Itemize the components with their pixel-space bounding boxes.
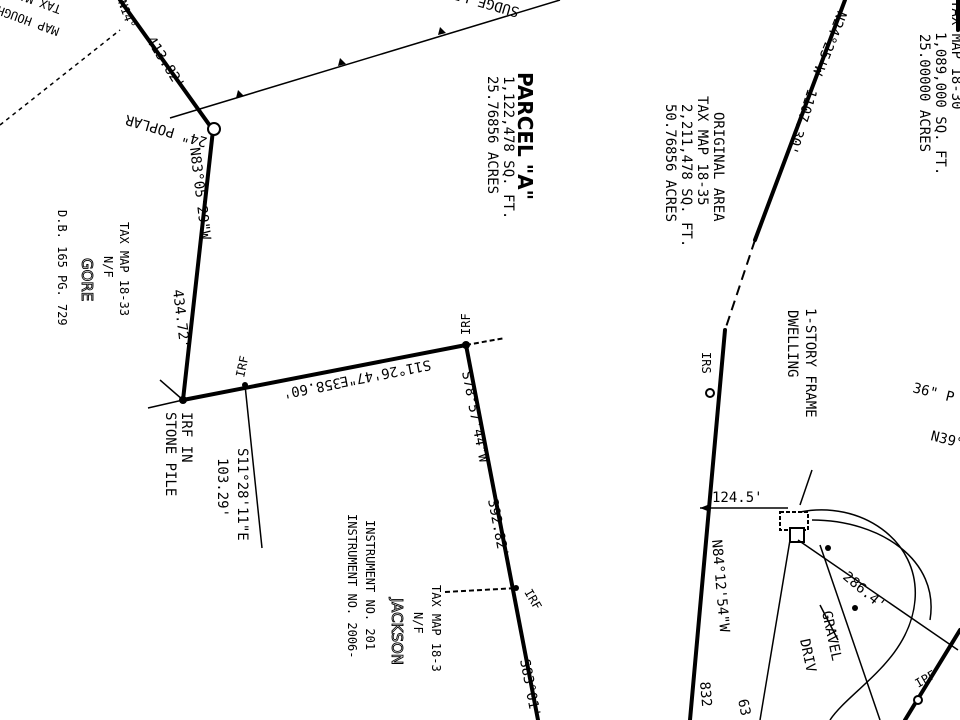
boundary-nw-extend [0,29,121,126]
boundary-nw [118,0,215,132]
irs-label: IRS [699,352,713,374]
original-area-2: TAX MAP 18-35 [694,96,710,206]
se-distance-partial: 832 [696,681,714,708]
utility-line-3 [819,544,881,720]
parcel-sqft: 1,122,478 SQ. FT. [500,76,516,219]
monument-ne [462,341,470,349]
n39-label: N39° [929,428,960,452]
parcel-title: PARCEL "A" [513,72,537,200]
poplar-monument [207,122,221,136]
poplar-label: 24" POPLAR [123,111,209,150]
se-bearing: N84°12'54"W [708,539,732,633]
bottom-63-label: 63 [734,698,753,718]
utility-line-2 [759,539,791,720]
pole [825,545,831,551]
monument-ipf [913,695,923,705]
monument-sw [179,396,187,404]
dwelling-porch [789,527,805,543]
tax-map-west-4: D.B. 165 PG. 729 [55,210,69,326]
boundary-br [903,628,960,720]
dwelling-1: 1-STORY FRAME [802,308,818,418]
irf-stone-1: IRF IN [178,412,194,463]
boundary-mid [181,343,468,402]
ne-bearing: N24°25'W [809,9,849,78]
south-tie-distance: 103.29' [214,458,230,517]
original-area-1: ORIGINAL AREA [710,112,726,222]
tax-map-right-3: 25.00000 ACRES [916,34,932,152]
south-tie-bearing: S11°28'11"E [234,448,250,541]
leader-sw [147,399,184,409]
tax-map-south-3: JACKSON [388,597,406,665]
monument-irs [705,388,715,398]
tree-36-label: 36" P [911,380,956,406]
tax-map-south-1: TAX MAP 18-3 [429,585,443,672]
south-bearing-partial: S83°01' [516,658,543,719]
offset-arrow [700,504,710,512]
west-distance: 434.72' [169,289,192,350]
gravel-1: GRAVEL [818,610,844,663]
tax-map-south-5: INSTRUMENT NO. 2006- [345,514,359,659]
tie-line-south [244,384,263,549]
ridge-line-label: SUDGE LINE [436,0,521,20]
leader-gravel [819,604,839,641]
ridge-line [169,0,561,119]
east-distance: 392.82' [484,498,511,559]
original-area-4: 50.76856 ACRES [662,104,678,222]
tax-map-right-2: 1,089,000 SQ. FT. [932,32,948,175]
offset-distance: 124.5' [712,490,763,506]
irf-label-3: IRF [521,587,544,613]
boundary-ne [753,0,847,242]
tax-map-south-2: N/F [411,612,425,634]
ridge-tick [338,58,346,66]
original-area-3: 2,211,478 SQ. FT. [678,104,694,247]
east-bearing: S78°57'44"W [458,370,492,465]
gravel-drive [799,509,916,720]
parcel-acres: 25.76856 ACRES [484,76,500,194]
tax-map-right-1: TAX MAP 18-30 [948,0,960,110]
boundary-ne-dash [724,239,756,331]
tax-map-west-3: GORE [78,258,96,301]
leader-dwelling [799,469,813,506]
irf-label-2: IRF [459,313,473,335]
chain [465,337,506,346]
gravel-drive-2 [811,519,932,621]
pole [852,605,858,611]
dwelling-2: DWELLING [784,310,800,377]
ridge-tick [236,90,244,98]
dist-286: 286.4' [839,569,888,614]
tax-map-west-1: TAX MAP 18-33 [117,222,131,316]
ridge-tick [438,27,446,35]
boundary-east [464,343,540,720]
tax-map-west-2: N/F [101,256,115,278]
top-left-bearing: N14° [115,0,138,30]
gravel-2: DRIV [796,638,819,675]
chain [444,587,519,593]
monument-irf [242,382,248,388]
monument-e [513,585,519,591]
ne-distance: 1107.30' [783,87,819,156]
leader-sw2 [159,379,184,401]
boundary-ne-lower [688,328,727,720]
boundary-west [181,128,215,402]
irf-label-1: IRF [233,354,251,378]
tax-map-south-4: INSTRUMENT NO. 201 [363,520,377,650]
top-left-distance: 413.82' [143,34,188,93]
irf-stone-2: STONE PILE [162,412,178,496]
